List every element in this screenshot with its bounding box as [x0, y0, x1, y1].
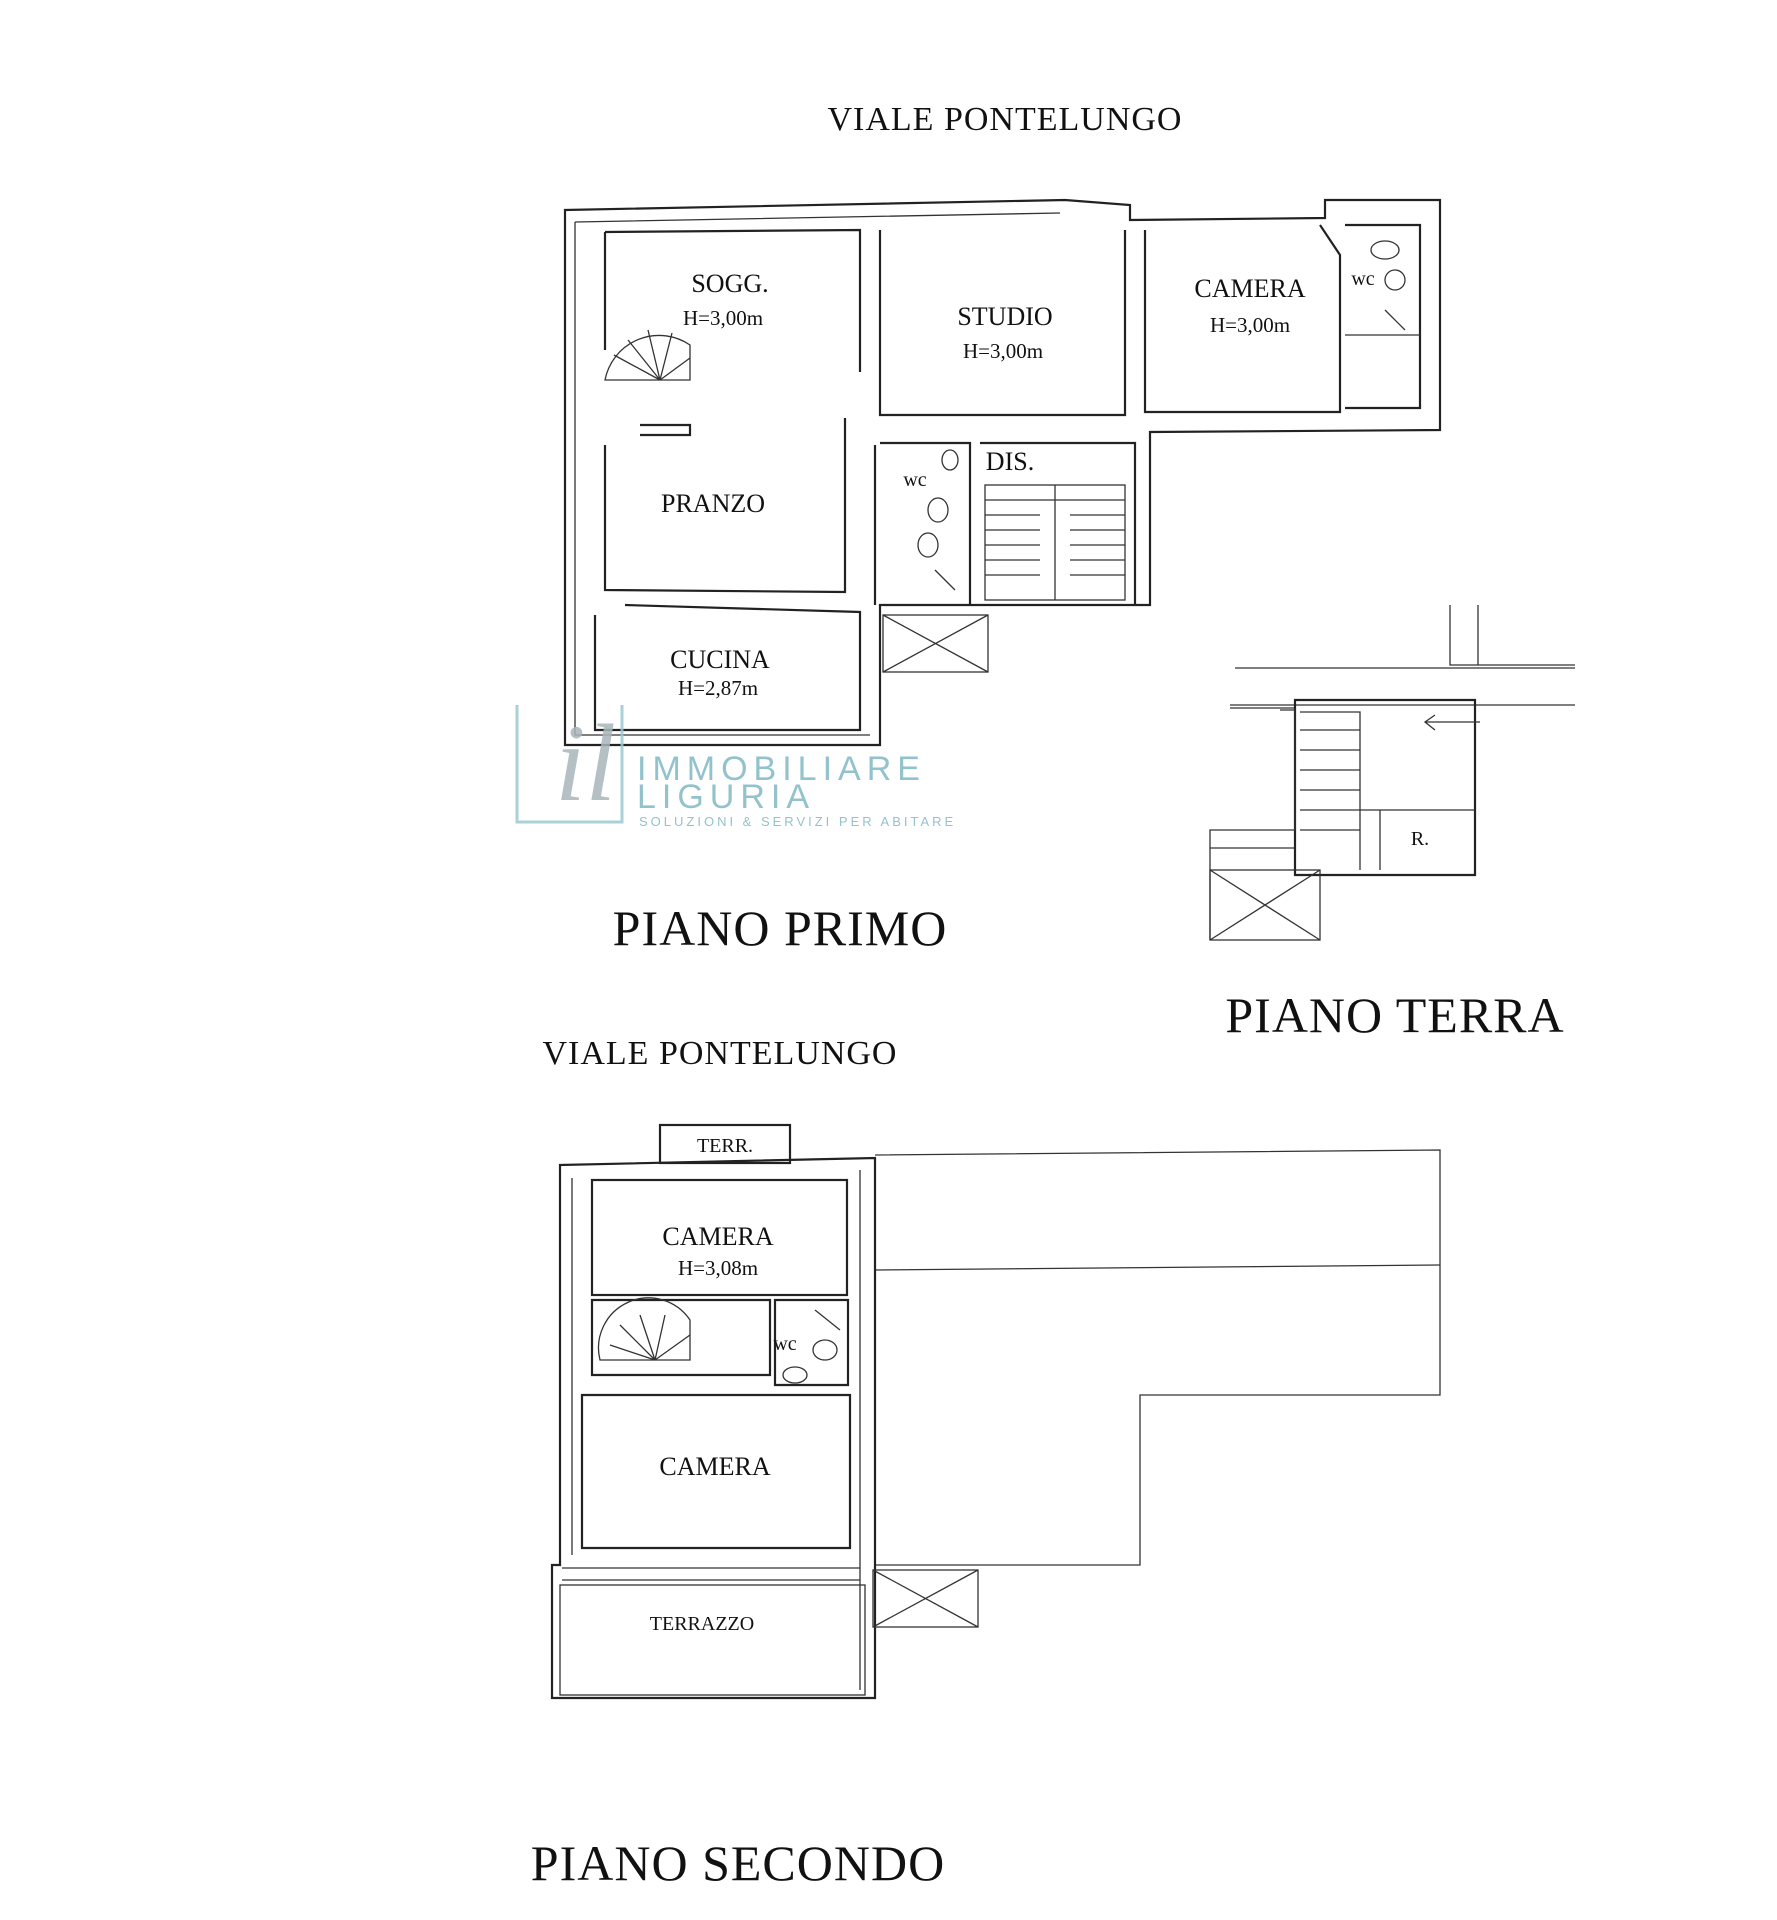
- room-camera-primo-height: H=3,00m: [1210, 313, 1290, 337]
- room-pranzo: PRANZO: [661, 489, 765, 518]
- watermark-line2: LIGURIA: [637, 778, 815, 816]
- plan-piano-terra: R.: [1209, 605, 1575, 941]
- balcony-primo: [882, 614, 989, 673]
- street-label-middle: VIALE PONTELUNGO: [542, 1035, 897, 1072]
- room-wc-secondo: wc: [773, 1333, 796, 1355]
- room-terrazzo-secondo: TERRAZZO: [650, 1613, 754, 1635]
- watermark-logo-icon: il: [555, 702, 616, 824]
- plan-piano-primo: SOGG. H=3,00m STUDIO H=3,00m CAMERA H=3,…: [563, 198, 1442, 747]
- floor-title-terra: PIANO TERRA: [1225, 987, 1564, 1043]
- wc-fixture-secondo: [812, 1339, 838, 1361]
- watermark-tagline: SOLUZIONI & SERVIZI PER ABITARE: [639, 814, 956, 829]
- floor-title-primo: PIANO PRIMO: [613, 900, 948, 956]
- main-stair-primo: [984, 484, 1126, 601]
- room-camera-top-secondo-height: H=3,08m: [678, 1256, 758, 1280]
- room-wc-small-primo: wc: [1351, 268, 1374, 290]
- room-soggiorno-height: H=3,00m: [683, 306, 763, 330]
- room-ripostiglio-terra: R.: [1411, 828, 1429, 850]
- room-camera-primo: CAMERA: [1194, 274, 1305, 303]
- watermark-line1: IMMOBILIARE: [637, 750, 926, 788]
- plan-piano-secondo: TERR. CAMERA H=3,08m wc CAMERA TERRAZZO: [550, 1123, 1441, 1700]
- balcony-secondo: [872, 1569, 979, 1628]
- room-camera-bottom-secondo: CAMERA: [659, 1452, 770, 1481]
- room-wc-primo: wc: [903, 469, 926, 491]
- room-cucina: CUCINA: [670, 645, 770, 674]
- room-studio: STUDIO: [957, 302, 1052, 331]
- room-soggiorno: SOGG.: [691, 269, 768, 298]
- watermark: il IMMOBILIARE LIGURIA SOLUZIONI & SERVI…: [515, 702, 956, 829]
- street-label-top: VIALE PONTELUNGO: [827, 101, 1182, 138]
- room-disimpegno: DIS.: [986, 447, 1034, 476]
- floor-title-secondo: PIANO SECONDO: [531, 1835, 945, 1891]
- spiral-stair-primo: [604, 329, 691, 381]
- spiral-stair-secondo: [597, 1297, 691, 1361]
- room-camera-top-secondo: CAMERA: [662, 1222, 773, 1251]
- room-terr-secondo: TERR.: [697, 1135, 753, 1157]
- wc-fixtures-primo: [917, 240, 1406, 591]
- room-cucina-height: H=2,87m: [678, 676, 758, 700]
- stair-block-terra: [1209, 847, 1321, 941]
- room-studio-height: H=3,00m: [963, 339, 1043, 363]
